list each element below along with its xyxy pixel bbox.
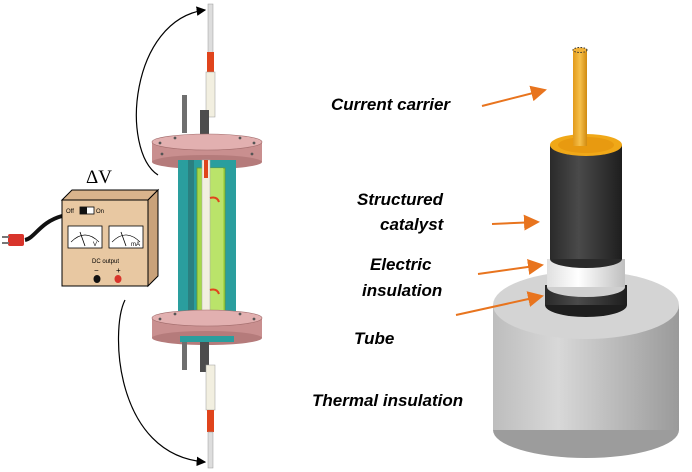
top-connector (200, 110, 209, 138)
top-side-tube (182, 95, 187, 133)
top-electrode (205, 3, 216, 118)
bottom-flange (151, 309, 263, 345)
ammeter-icon: mA (108, 225, 144, 249)
bottom-side-tube (182, 342, 187, 370)
tube-arrow (455, 291, 544, 316)
electric-insulation-arrow (477, 259, 544, 275)
wire-bottom-arrow (117, 299, 207, 467)
reactor-body (178, 159, 236, 321)
bottom-electrode (205, 364, 216, 469)
delta-v-label: ΔV (86, 167, 112, 188)
label-electric-insulation-line2: insulation (362, 281, 442, 300)
label-tube: Tube (354, 329, 394, 348)
power-supply: Off On V mA DC output − + (60, 188, 160, 288)
negative-terminal (93, 275, 101, 283)
label-thermal-insulation: Thermal insulation (312, 391, 463, 410)
structured-catalyst-arrow (491, 214, 540, 231)
voltmeter-unit: V (93, 242, 97, 248)
dc-output-label: DC output (92, 259, 119, 265)
label-structured-catalyst-line2: catalyst (380, 215, 445, 234)
switch-off-label: Off (66, 209, 74, 215)
power-cord (24, 214, 63, 242)
bottom-connector (200, 342, 209, 372)
thermal-insulation-cylinder (493, 271, 679, 458)
plug-icon (2, 234, 24, 246)
minus-label: − (94, 266, 99, 275)
positive-terminal (114, 275, 122, 283)
plus-label: + (116, 266, 121, 275)
current-carrier-rod (572, 47, 588, 146)
structured-catalyst-cylinder (550, 134, 622, 268)
label-electric-insulation-line1: Electric (370, 255, 432, 274)
wire-top-arrow (135, 6, 207, 176)
current-carrier-arrow (481, 85, 547, 107)
switch-on-label: On (96, 209, 104, 215)
ammeter-unit: mA (131, 242, 140, 248)
label-current-carrier: Current carrier (331, 95, 451, 114)
label-structured-catalyst-line1: Structured (357, 190, 444, 209)
voltmeter-icon: V (67, 225, 103, 249)
